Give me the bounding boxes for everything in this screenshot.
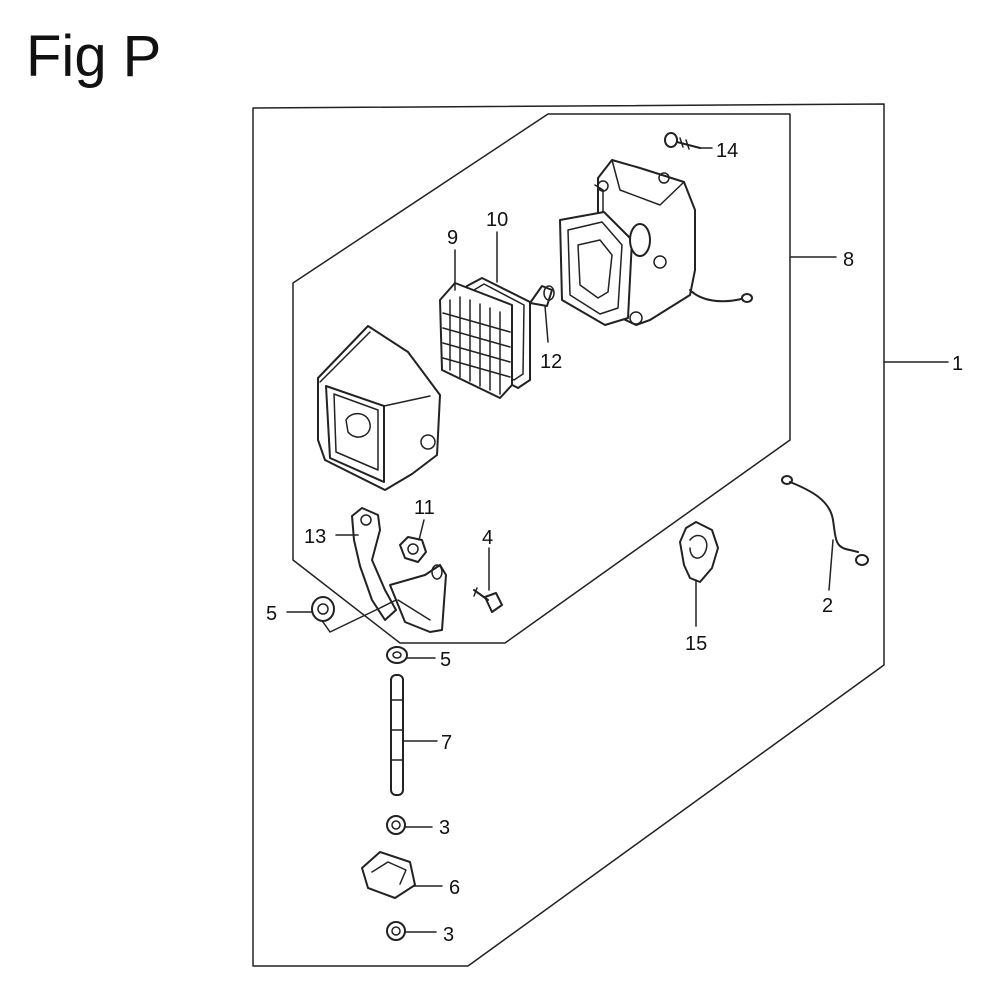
callout-12: 12 [540,351,562,373]
bolt-part-4 [473,587,503,613]
callout-5-stack: 5 [440,649,451,671]
callout-15: 15 [685,633,707,655]
bracket-part-13 [351,507,447,633]
screw-part-14 [664,132,701,150]
nut-part-5-stack [386,646,408,664]
callout-5-left: 5 [266,603,277,625]
grille-lens-part-9 [439,282,513,399]
callout-6: 6 [449,877,460,899]
callout-8: 8 [843,249,854,271]
figure-title: Fig P [26,24,162,89]
callout-3-upper: 3 [439,817,450,839]
callout-3-lower: 3 [443,924,454,946]
bulb-part-12 [529,285,555,307]
stud-part-7 [390,674,404,796]
callout-10: 10 [486,209,508,231]
leader-5-bracket [322,599,397,633]
lamp-housing-part-8 [559,159,753,326]
nut-part-3-lower [386,921,406,941]
callout-14: 14 [716,140,738,162]
outer-assembly-frame [252,103,885,967]
nut-part-5-left [311,596,335,622]
callout-7: 7 [441,732,452,754]
lamp-cover [317,325,441,491]
leader-lines [286,147,949,933]
clamp-part-6 [361,851,416,899]
callout-labels: 1 2 3 3 4 5 5 6 7 8 9 10 11 12 13 14 15 [266,140,963,946]
inner-subassembly-frame [292,113,791,644]
callout-13: 13 [304,526,326,548]
callout-2: 2 [822,595,833,617]
clip-part-15 [679,521,719,583]
nut-part-3-upper [386,815,406,835]
callout-11: 11 [414,497,435,519]
callout-4: 4 [482,527,493,549]
wire-part-2 [781,475,869,566]
callout-9: 9 [447,227,458,249]
callout-1: 1 [952,353,963,375]
nut-part-11 [399,536,427,563]
